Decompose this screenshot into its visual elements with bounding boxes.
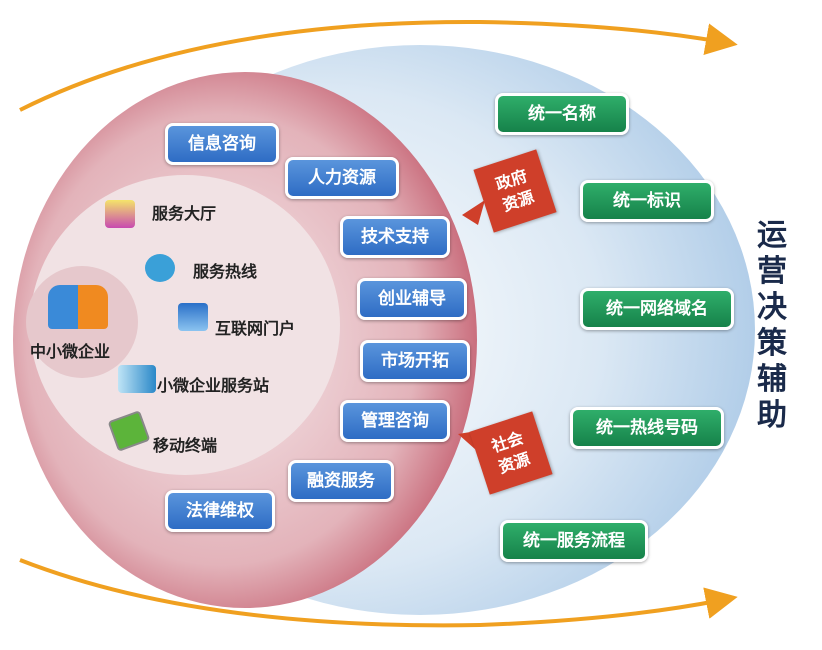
- people-icon: [48, 285, 108, 329]
- service-management[interactable]: 管理咨询: [340, 400, 450, 442]
- center-label: 中小微企业: [30, 342, 111, 361]
- unified-hotline[interactable]: 统一热线号码: [570, 407, 724, 449]
- gov-arrow: [462, 200, 485, 225]
- service-tech[interactable]: 技术支持: [340, 216, 450, 258]
- channel-station: 小微企业服务站: [157, 376, 270, 395]
- service-finance[interactable]: 融资服务: [288, 460, 394, 502]
- soc-resource-label: 社会资源: [489, 428, 533, 477]
- unified-logo[interactable]: 统一标识: [580, 180, 714, 222]
- channel-portal: 互联网门户: [215, 319, 296, 338]
- top-arrow: [19, 19, 738, 112]
- service-hr[interactable]: 人力资源: [285, 157, 399, 199]
- service-legal[interactable]: 法律维权: [165, 490, 275, 532]
- channel-hotline: 服务热线: [193, 262, 258, 281]
- computer-icon: [178, 303, 208, 331]
- phone-icon: [145, 254, 175, 282]
- unified-name[interactable]: 统一名称: [495, 93, 629, 135]
- crowd-icon: [118, 365, 156, 393]
- service-market[interactable]: 市场开拓: [360, 340, 470, 382]
- unified-process[interactable]: 统一服务流程: [500, 520, 648, 562]
- channel-service-hall: 服务大厅: [152, 204, 217, 223]
- channel-mobile: 移动终端: [153, 436, 218, 455]
- service-startup[interactable]: 创业辅导: [357, 278, 467, 320]
- service-info[interactable]: 信息咨询: [165, 123, 279, 165]
- side-title: 运营决策辅助: [757, 218, 787, 433]
- bottom-arrow: [19, 558, 738, 628]
- unified-domain[interactable]: 统一网络域名: [580, 288, 734, 330]
- gov-resource-label: 政府资源: [493, 166, 537, 215]
- service-hall-icon: [105, 200, 135, 228]
